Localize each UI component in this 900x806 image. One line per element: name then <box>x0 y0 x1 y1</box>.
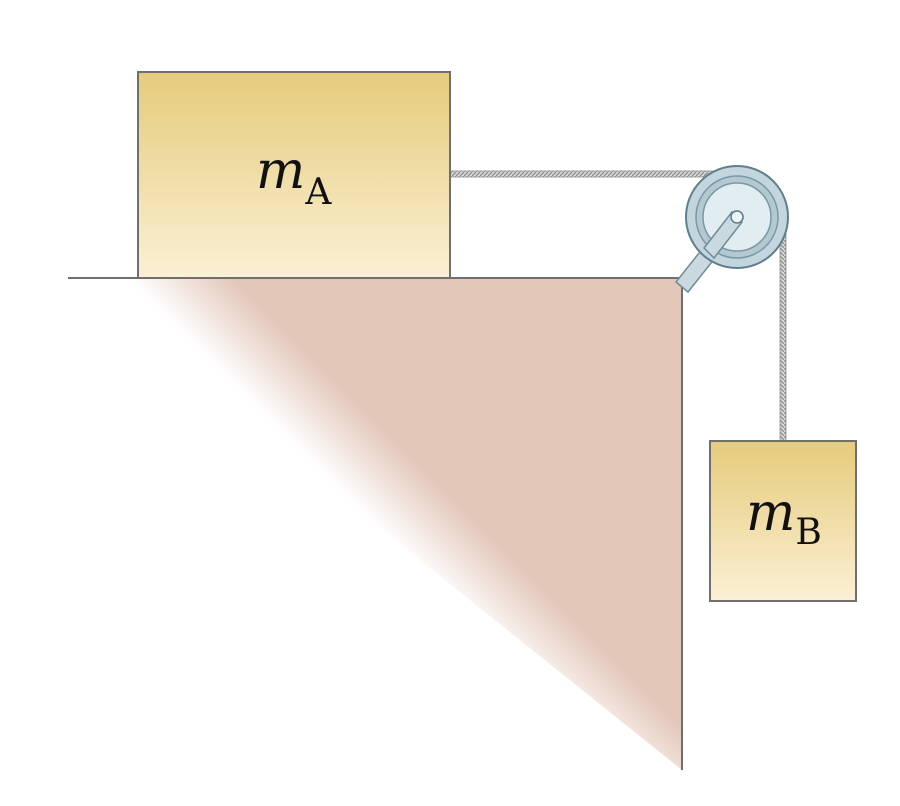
rope-vertical <box>779 217 787 444</box>
block-b <box>709 440 857 602</box>
block-b-label: mB <box>746 483 822 553</box>
pulley-bracket-arm-front <box>703 210 743 260</box>
rope-horizontal <box>449 170 739 178</box>
block-a-label: mA <box>256 141 332 213</box>
block-a <box>137 71 451 279</box>
block-a-symbol: m <box>256 141 305 201</box>
block-a-subscript: A <box>304 172 332 213</box>
table-body <box>68 278 682 770</box>
block-b-subscript: B <box>795 512 821 553</box>
block-b-symbol: m <box>746 483 795 543</box>
